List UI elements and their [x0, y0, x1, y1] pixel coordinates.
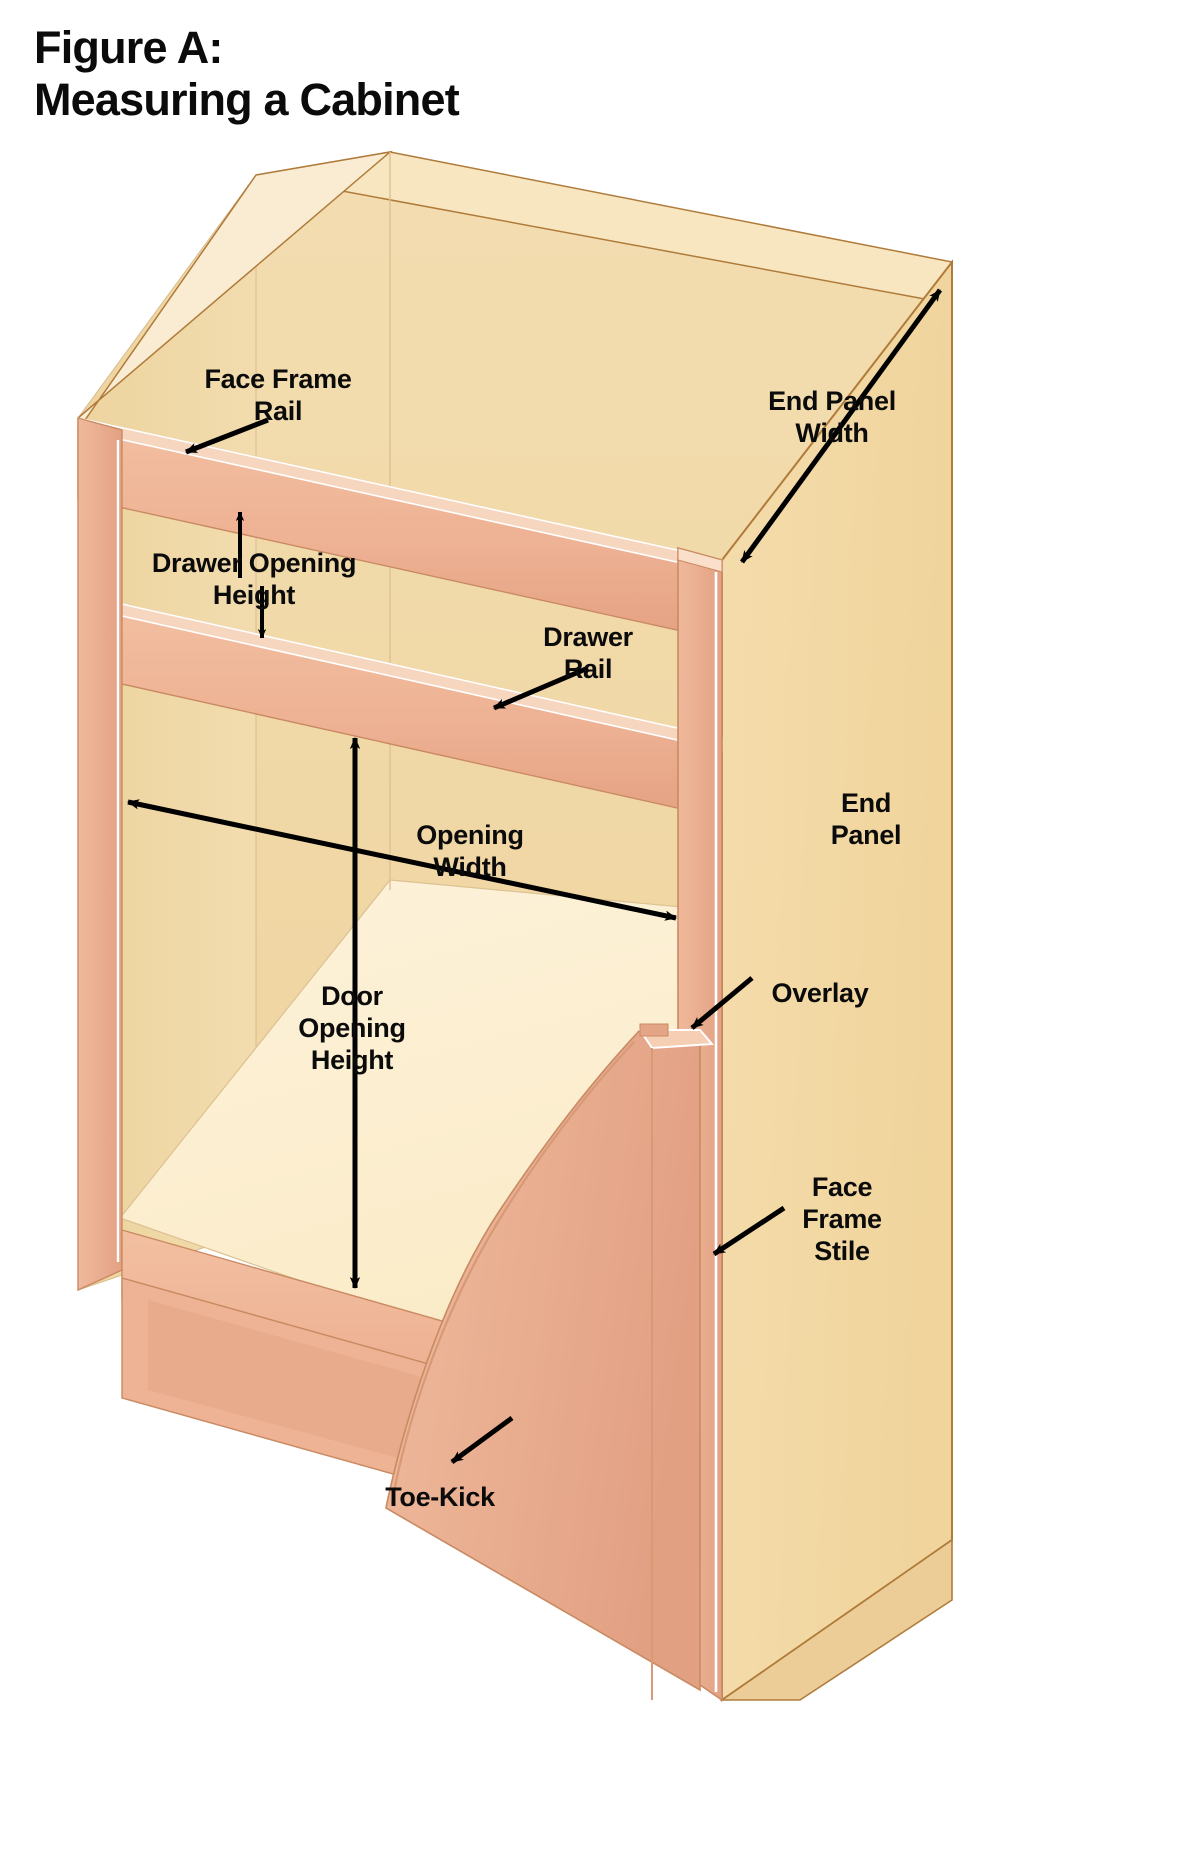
label-face-frame-stile: Face Frame Stile [802, 1172, 882, 1266]
end-panel-width-label-line1: End Panel [768, 386, 896, 416]
drawer-opening-height-label-line2: Height [213, 580, 296, 610]
face-frame-stile-left [77, 417, 123, 1292]
cabinet-door [385, 1029, 701, 1692]
label-toe-kick: Toe-Kick [385, 1482, 496, 1512]
drawer-rail-label-line1: Drawer [543, 622, 634, 652]
overlay-label-line1: Overlay [772, 978, 869, 1008]
opening-width-arrow [127, 799, 677, 921]
end-panel-bottom-cut [719, 1538, 953, 1701]
label-face-frame-rail: Face Frame Rail [204, 364, 352, 426]
label-end-panel: End Panel [831, 788, 902, 850]
face-frame-rail-arrow [185, 417, 269, 455]
face-frame-rail-label-line1: Face Frame [204, 364, 351, 394]
door-opening-height-label-line2: Opening [298, 1013, 405, 1043]
toe-kick-label-line1: Toe-Kick [385, 1482, 496, 1512]
door-top-notch [639, 1023, 669, 1037]
door-opening-height-label-line1: Door [321, 981, 384, 1011]
drawer-opening-height-label-line1: Drawer Opening [152, 548, 356, 578]
door-opening-height-label-line3: Height [311, 1045, 394, 1075]
drawer-rail-label-line2: Rail [564, 654, 612, 684]
face-frame-stile-label-line2: Frame [802, 1204, 882, 1234]
label-drawer-rail: Drawer Rail [543, 622, 634, 684]
callout-labels: Face Frame Rail End Panel Width Drawer O… [152, 364, 902, 1512]
face-frame-rail-label-line2: Rail [254, 396, 302, 426]
opening-width-label-line1: Opening [416, 820, 523, 850]
label-door-opening-height: Door Opening Height [298, 981, 406, 1075]
cabinet-illustration [77, 150, 954, 1702]
label-drawer-opening-height: Drawer Opening Height [152, 548, 357, 610]
label-end-panel-width: End Panel Width [768, 386, 896, 448]
end-panel-label-line2: Panel [831, 820, 902, 850]
face-frame-stile-arrow [712, 1205, 786, 1257]
end-panel-width-label-line2: Width [795, 418, 868, 448]
label-opening-width: Opening Width [416, 820, 524, 882]
end-panel-label-line1: End [841, 788, 891, 818]
opening-width-label-line2: Width [433, 852, 506, 882]
drawer-rail-arrow [493, 665, 589, 711]
end-panel-width-arrow [739, 288, 943, 564]
right-stile-top-cap [677, 547, 723, 573]
face-frame-stile-label-line1: Face [812, 1172, 873, 1202]
overlay-arrow [690, 976, 754, 1030]
toe-kick-arrow [450, 1415, 514, 1465]
page-title: Figure A: Measuring a Cabinet [34, 22, 460, 126]
face-frame-stile-label-line3: Stile [814, 1236, 870, 1266]
door-curved-edge-highlight [390, 1041, 635, 1505]
label-overlay: Overlay [772, 978, 870, 1008]
dimension-arrows [127, 288, 943, 1465]
